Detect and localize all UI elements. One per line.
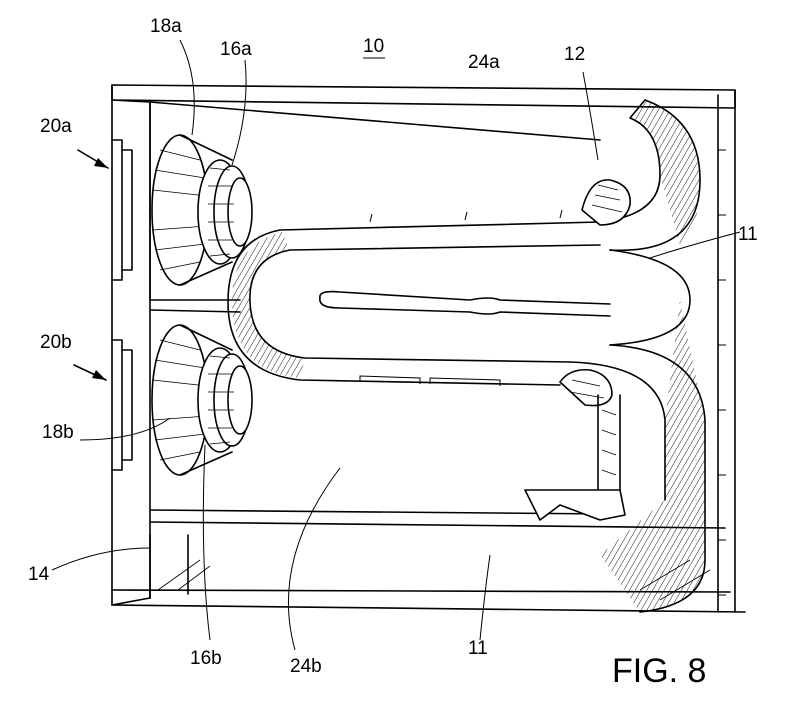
label-14: 14 xyxy=(28,564,50,585)
lower-bracket xyxy=(524,394,626,521)
label-20b: 20b xyxy=(40,332,72,353)
unit-b-panel xyxy=(111,339,133,471)
label-18a: 18a xyxy=(150,16,182,37)
label-12: 12 xyxy=(564,44,585,65)
leader-lines xyxy=(51,39,741,651)
label-10: 10 xyxy=(363,36,384,57)
housing-18a xyxy=(151,134,233,286)
frame-housing xyxy=(111,84,746,613)
connector-12 xyxy=(559,179,631,407)
cap-16b xyxy=(197,347,253,453)
arrow-20b xyxy=(73,364,107,381)
label-16b: 16b xyxy=(190,648,222,669)
arrow-20a xyxy=(77,149,109,169)
label-18b: 18b xyxy=(42,422,74,443)
figure-title: FIG. 8 xyxy=(612,652,706,690)
cap-16a xyxy=(197,159,253,265)
label-11-lower: 11 xyxy=(468,638,488,659)
labels: 18a 16a 10 24a 12 11 20a 20b 18b 14 16b … xyxy=(28,16,758,690)
label-11-upper: 11 xyxy=(738,224,758,245)
label-24b: 24b xyxy=(290,656,322,677)
serpentine-tube-11 xyxy=(227,99,706,613)
unit-a-panel xyxy=(111,139,133,281)
label-16a: 16a xyxy=(220,39,252,60)
label-24a: 24a xyxy=(468,52,500,73)
label-20a: 20a xyxy=(40,116,72,137)
